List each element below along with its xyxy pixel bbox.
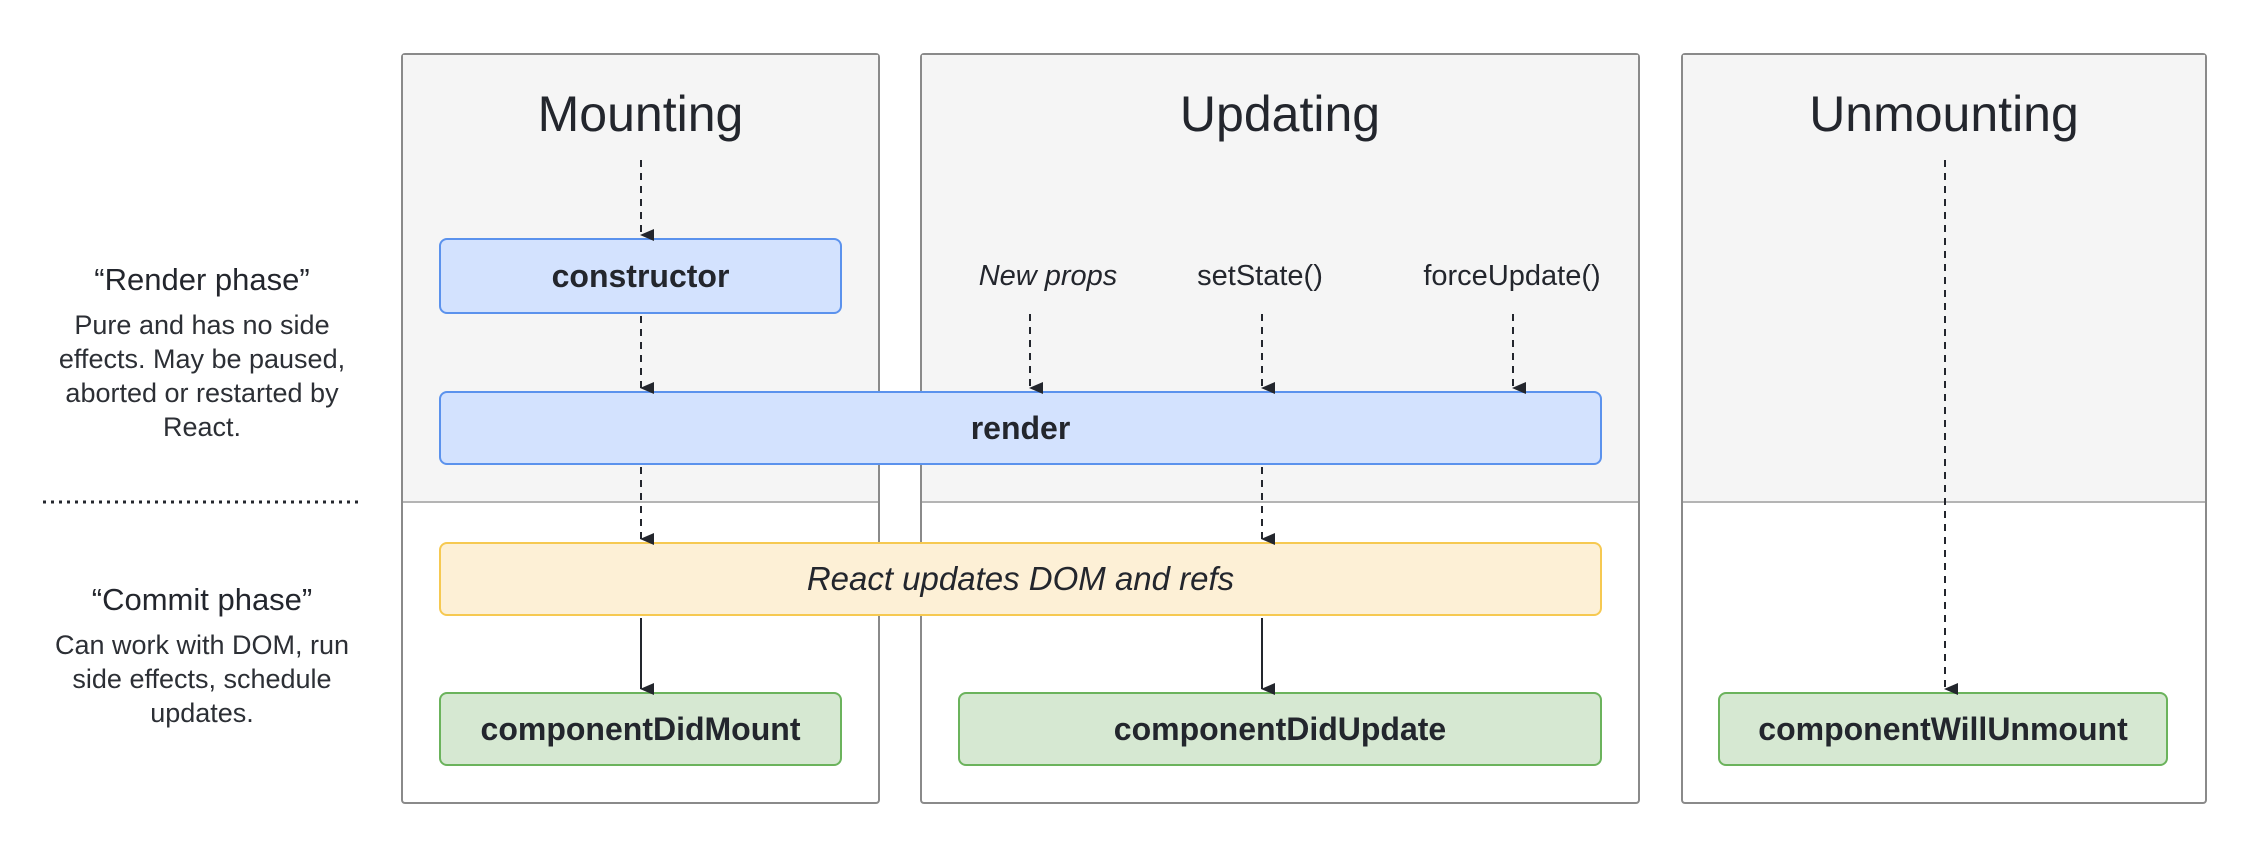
unmounting-title: Unmounting xyxy=(1809,86,2079,142)
mounting-title: Mounting xyxy=(537,86,744,142)
new-props-label: New props xyxy=(978,260,1118,292)
render-box: render xyxy=(439,391,1602,465)
commit-phase-description: Can work with DOM, run side effects, sch… xyxy=(54,630,350,728)
updating-title: Updating xyxy=(1179,86,1381,142)
react-updates-dom-box: React updates DOM and refs xyxy=(439,542,1602,616)
force-update-label: forceUpdate() xyxy=(1423,260,1601,292)
component-will-unmount-box: componentWillUnmount xyxy=(1718,692,2168,766)
render-phase-description: Pure and has no side effects. May be pau… xyxy=(58,310,346,442)
commit-phase-title: “Commit phase” xyxy=(91,582,313,617)
component-did-update-box: componentDidUpdate xyxy=(958,692,1602,766)
set-state-label: setState() xyxy=(1197,260,1323,292)
constructor-box: constructor xyxy=(439,238,842,314)
render-phase-title: “Render phase” xyxy=(94,262,310,297)
